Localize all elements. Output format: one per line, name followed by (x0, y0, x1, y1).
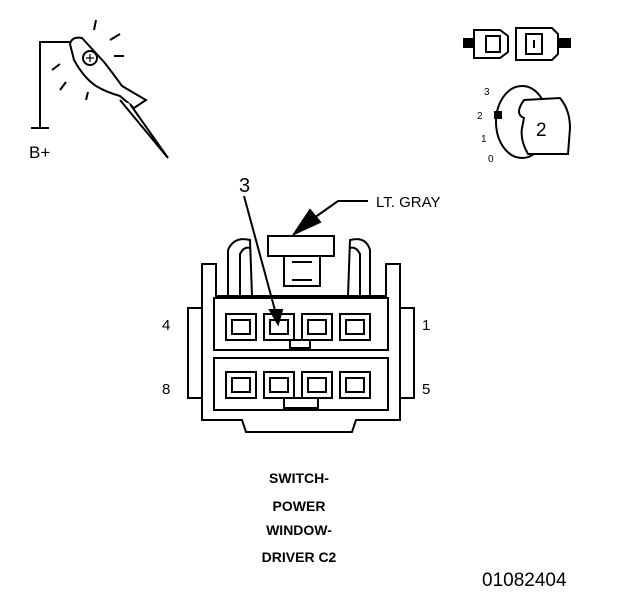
pin-callout-arrow (243, 195, 284, 327)
position-selected: 2 (536, 120, 547, 141)
connector-title-line-2: POWER (273, 498, 326, 514)
pin-label-8: 8 (162, 381, 170, 398)
pin-label-5: 5 (422, 381, 430, 398)
connector-color-label: LT. GRAY (376, 194, 440, 211)
pin-label-4: 4 (162, 317, 170, 334)
connector-title-line-3: WINDOW- (266, 522, 332, 538)
figure-number: 01082404 (482, 570, 567, 591)
position-1: 1 (481, 134, 487, 145)
connector-title-line-4: DRIVER C2 (262, 549, 337, 565)
position-knob (494, 85, 572, 159)
pin-callout-label: 3 (239, 175, 250, 197)
pin-label-1: 1 (422, 317, 430, 334)
position-0: 0 (488, 154, 494, 165)
probe-supply-label: B+ (29, 143, 50, 162)
color-callout-arrow (291, 200, 368, 237)
test-light-probe (31, 19, 169, 159)
connector-title-line-1: SWITCH- (269, 470, 329, 486)
pin-row-bottom (225, 371, 371, 399)
connector-icon (463, 27, 571, 61)
position-3: 3 (484, 87, 490, 98)
connector-face (187, 235, 415, 433)
position-2: 2 (477, 111, 483, 122)
